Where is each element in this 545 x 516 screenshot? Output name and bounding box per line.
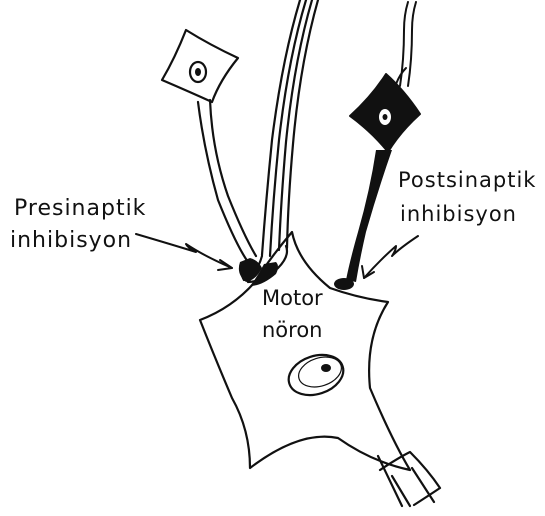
presynaptic-arrow <box>136 234 232 268</box>
presynaptic-label-line2: inhibisyon <box>10 230 132 252</box>
postsynaptic-label-line2: inhibisyon <box>400 204 517 225</box>
motor-neuron-nucleolus <box>321 364 331 372</box>
postsynaptic-label-line1: Postsinaptik <box>398 170 536 191</box>
postsynaptic-terminal <box>334 278 354 290</box>
postsynaptic-arrow <box>364 236 418 278</box>
motor-neuron-label-line1: Motor <box>262 288 323 309</box>
upper-left-neuron-body <box>162 30 238 102</box>
presynaptic-label-line1: Presinaptik <box>14 198 146 220</box>
motor-neuron-label-line2: nöron <box>262 320 323 341</box>
postsynaptic-axon <box>346 150 392 282</box>
